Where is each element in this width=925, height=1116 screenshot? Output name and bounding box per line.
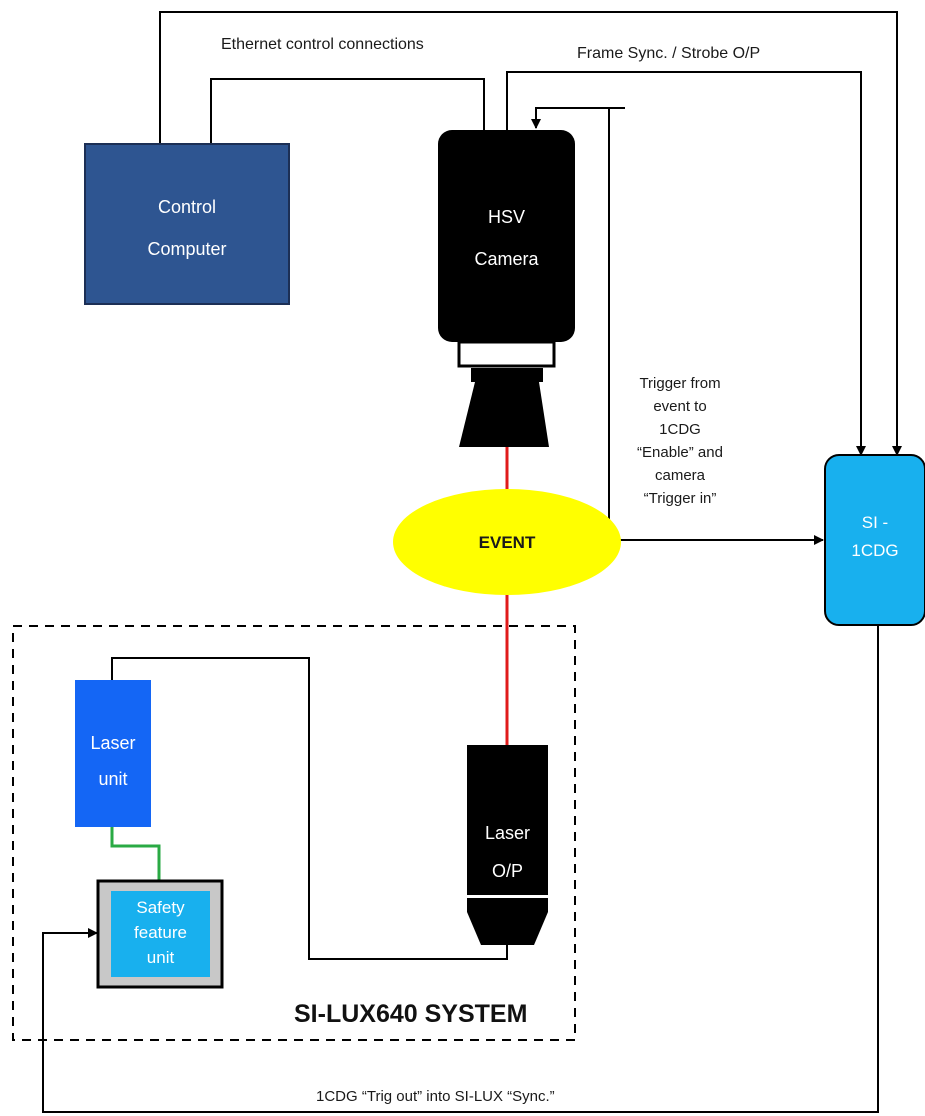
trig-out-label: 1CDG “Trig out” into SI-LUX “Sync.”: [316, 1088, 555, 1105]
hsv-camera-label-line: HSV: [487, 207, 525, 227]
laser-unit-label-line: Laser: [90, 733, 136, 753]
laser-op-label: Laser O/P: [467, 814, 548, 890]
ethernet-label: Ethernet control connections: [221, 36, 424, 53]
hsv-camera-lens: [459, 382, 549, 447]
trigger-note-line: camera: [654, 467, 706, 484]
laser-unit-label: Laser unit: [75, 725, 151, 797]
trigger-note: Trigger from event to 1CDG “Enable” and …: [620, 372, 740, 510]
frame-sync-label: Frame Sync. / Strobe O/P: [577, 45, 761, 62]
safety-unit-label-line: Safety: [136, 898, 185, 917]
control-computer-label-line: Computer: [147, 239, 227, 259]
laser-op-label-line: O/P: [491, 861, 523, 881]
hsv-camera-lens-ring: [471, 368, 543, 382]
laser-op-body: [467, 745, 548, 895]
safety-unit-label: Safety feature unit: [111, 895, 210, 970]
si-lux640-system-boundary: [12, 625, 576, 1041]
event-ellipse: [393, 489, 621, 595]
frame-sync-line: [506, 71, 866, 456]
system-label: SI-LUX640 SYSTEM: [294, 1000, 528, 1028]
si-1cdg-box: [824, 454, 925, 626]
si-1cdg-label: SI - 1CDG: [825, 509, 925, 565]
laser-fiber-path: [111, 657, 508, 960]
ethernet-line-to-cdg: [159, 11, 902, 456]
si-1cdg-label-line: SI -: [861, 513, 889, 532]
trigger-note-line: “Enable” and: [637, 444, 723, 461]
safety-unit-inner: [111, 891, 210, 977]
hsv-camera-label: HSV Camera: [438, 196, 575, 280]
trig-out-line: [42, 624, 879, 1113]
camera-trigger-in-line: [531, 107, 610, 540]
control-computer-label-line: Control: [157, 197, 217, 217]
trigger-note-line: “Trigger in”: [643, 490, 717, 507]
ethernet-line-to-camera: [210, 78, 485, 144]
trigger-note-line: 1CDG: [659, 421, 701, 438]
control-computer-box: [84, 143, 290, 305]
safety-unit-label-line: unit: [146, 948, 175, 967]
laser-unit-label-line: unit: [98, 769, 128, 789]
laser-op-label-line: Laser: [484, 823, 531, 843]
hsv-camera-mount: [457, 340, 556, 368]
laser-op-nozzle: [467, 898, 548, 945]
si-1cdg-label-line: 1CDG: [851, 541, 899, 560]
safety-link-line: [110, 826, 161, 880]
control-computer-label: Control Computer: [85, 186, 289, 270]
safety-unit-label-line: feature: [134, 923, 187, 942]
laser-unit-box: [75, 680, 151, 827]
trigger-note-line: Trigger from: [639, 375, 721, 392]
trigger-note-line: event to: [653, 398, 707, 415]
event-label: EVENT: [478, 533, 536, 552]
hsv-camera-body: [438, 130, 575, 342]
hsv-camera-label-line: Camera: [474, 249, 539, 269]
